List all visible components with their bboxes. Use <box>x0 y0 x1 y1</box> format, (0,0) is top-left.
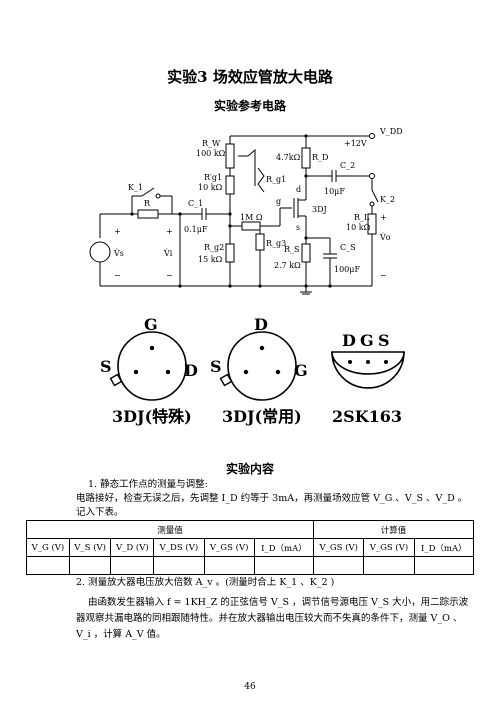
column-header: V_D (V) <box>110 538 155 557</box>
label-minus-3: − <box>380 271 387 280</box>
column-header: I_D（mA） <box>253 538 315 557</box>
label-minus-1: − <box>114 271 121 280</box>
item1-line1: 电路接好，检查无误之后，先调整 I_D 约等于 3mA，再测量场效应管 V_G … <box>76 493 468 504</box>
pin-label: S <box>100 357 112 376</box>
label-rw: R_W <box>202 139 221 148</box>
item2-line3: V_i ，计算 A_V 值。 <box>76 629 166 640</box>
label-c2: C_2 <box>340 161 355 170</box>
label-rg2: R_g2 <box>204 243 224 252</box>
pin-label: G <box>360 331 374 350</box>
table-cell <box>203 556 255 575</box>
table-cell <box>413 556 475 575</box>
label-rs-value: 2.7 kΩ <box>274 261 301 270</box>
label-cs-value: 100μF <box>334 265 360 274</box>
label-plus-2: + <box>166 227 173 236</box>
label-vo: V̇o <box>379 233 391 242</box>
label-rl-value: 10 kΩ <box>346 223 371 232</box>
label-rg3: R_g3 <box>266 239 286 248</box>
item2-heading: 2. 测量放大器电压放大倍数 A_v 。(测量时合上 K_1 、K_2 ) <box>76 577 335 588</box>
item1-heading: 1. 静态工作点的测量与调整: <box>88 479 208 490</box>
pin-label: S <box>210 357 222 376</box>
label-vs: V̇s <box>113 249 124 258</box>
page-number: 46 <box>244 682 256 692</box>
label-vi: V̇i <box>163 249 173 258</box>
table-cell <box>253 556 315 575</box>
pin-label: D <box>254 316 268 334</box>
column-header: V_GS (V) <box>313 538 365 557</box>
label-plus-1: + <box>114 227 121 236</box>
label-source: s <box>296 223 300 232</box>
label-fet: 3DJ <box>312 205 327 214</box>
label-rg1-prime: R′g1 <box>204 173 222 182</box>
group-computed: 计算值 <box>313 520 474 539</box>
label-cs: C_S <box>340 243 356 252</box>
measurement-table: 测量值 计算值 V_G (V) V_S (V) V_D (V) V_DS (V)… <box>25 520 475 575</box>
label-rl: R_L <box>354 213 370 222</box>
circuit-heading: 实验参考电路 <box>213 99 286 113</box>
column-header: V_GS (V) <box>203 538 255 557</box>
label-c2-value: 10μF <box>324 187 345 196</box>
label-rw-value: 100 kΩ <box>196 149 226 158</box>
package-2sk163: D G S 2SK163 <box>331 331 405 426</box>
item2-line1: 由函数发生器输入 f = 1KH_Z 的正弦信号 V_S ，调节信号源电压 V_… <box>88 597 469 608</box>
label-minus-2: − <box>166 271 173 280</box>
table-cell <box>110 556 155 575</box>
item1-line2: 记入下表。 <box>76 507 124 518</box>
label-k2: K_2 <box>380 195 395 204</box>
label-rs: R_S <box>284 245 300 254</box>
item2-line2: 器观察共漏电路的同相跟随特性。并在放大器输出电压较大而不失真的条件下，测量 V_… <box>76 613 463 624</box>
package-3dj-common: D S G 3DJ(常用) <box>210 316 308 426</box>
label-rg2-value: 15 kΩ <box>198 255 223 264</box>
content-heading: 实验内容 <box>225 462 274 476</box>
pin-label: G <box>144 316 158 334</box>
table-cell <box>313 556 365 575</box>
label-drain: d <box>296 185 301 194</box>
table-cell <box>68 556 112 575</box>
table-header-row: V_G (V) V_S (V) V_D (V) V_DS (V) V_GS (V… <box>26 538 475 557</box>
label-rd-value: 4.7kΩ <box>276 153 301 162</box>
table-row <box>26 556 475 575</box>
column-header: V_GS (V) <box>363 538 415 557</box>
table-cell <box>363 556 415 575</box>
package-pinouts: G S D 3DJ(特殊) D S G 3DJ(常用) D G S 2SK163 <box>100 316 405 426</box>
page-title: 实验3 场效应管放大电路 <box>167 68 333 86</box>
table-cell <box>153 556 205 575</box>
column-header: V_S (V) <box>68 538 112 557</box>
package-label: 2SK163 <box>332 407 402 426</box>
column-header: I_D（mA） <box>413 538 475 557</box>
label-rg1: R_g1 <box>266 175 286 184</box>
pin-label: G <box>294 361 308 380</box>
label-rg3-value: 1M Ω <box>240 213 263 222</box>
circuit-diagram: R_W 100 kΩ R′g1 10 kΩ R_g1 R_g2 15 kΩ 1M… <box>89 127 403 295</box>
group-measured: 测量值 <box>25 520 315 539</box>
pin-label: D <box>342 331 356 350</box>
package-label: 3DJ(常用) <box>222 407 302 426</box>
label-rd: R_D <box>312 153 328 162</box>
label-c1-value: 0.1μF <box>184 225 208 234</box>
label-gate: g <box>276 197 281 206</box>
pin-label: D <box>184 361 198 380</box>
label-k1: K_1 <box>128 183 143 192</box>
label-r: R <box>144 199 151 208</box>
label-plus-3: + <box>380 213 387 222</box>
column-header: V_G (V) <box>26 538 70 557</box>
pin-label: S <box>378 331 390 350</box>
column-header: V_DS (V) <box>153 538 205 557</box>
package-label: 3DJ(特殊) <box>112 407 192 426</box>
table-cell <box>26 556 70 575</box>
label-rg1-prime-value: 10 kΩ <box>198 183 223 192</box>
package-3dj-special: G S D 3DJ(特殊) <box>100 316 198 426</box>
label-vdd: V_DD <box>379 127 403 136</box>
label-vdd-value: +12V <box>344 139 367 148</box>
label-c1: C_1 <box>188 199 203 208</box>
